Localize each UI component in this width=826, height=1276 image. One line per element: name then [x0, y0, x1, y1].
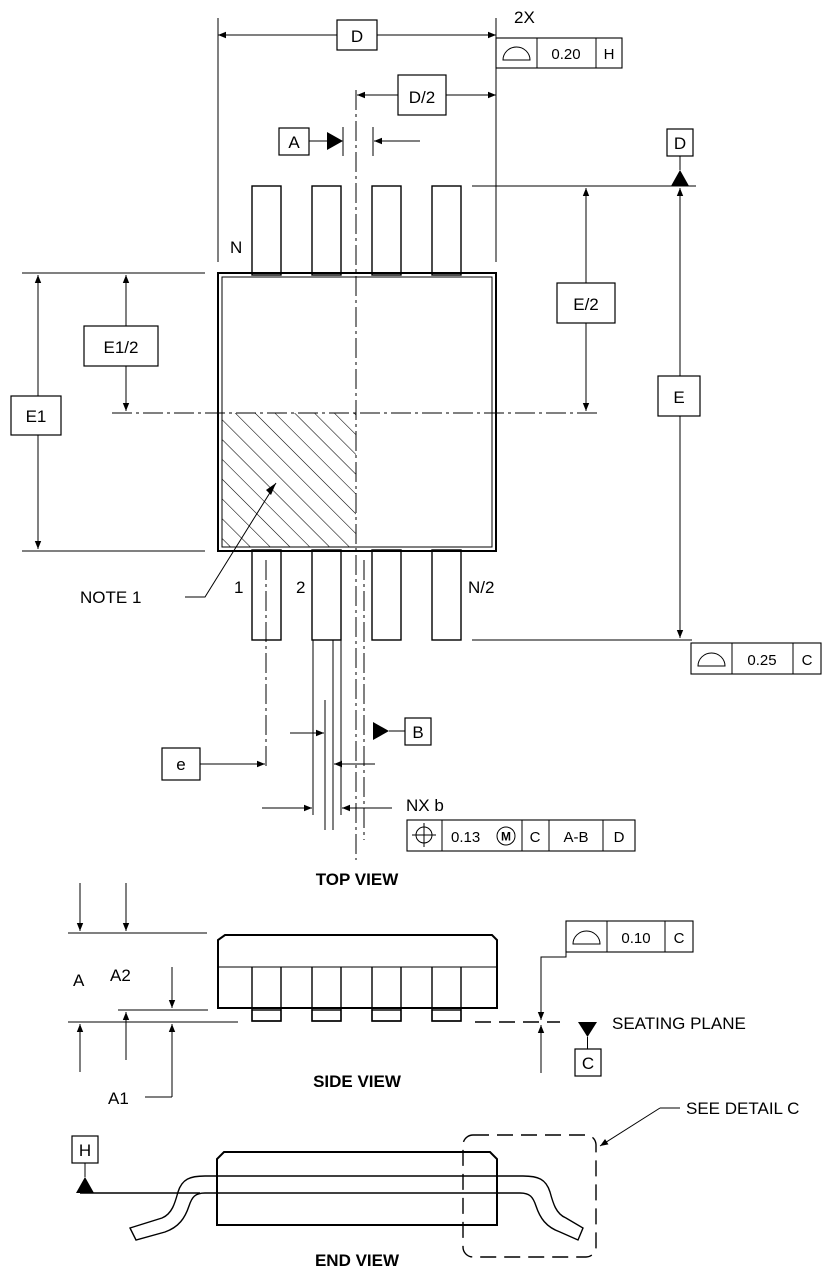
- datum-c: C: [574, 1022, 602, 1077]
- pin-2-label: 2: [296, 578, 305, 597]
- fcf-right-profile: 0.25 C: [690, 642, 822, 675]
- svg-text:A: A: [288, 133, 300, 152]
- svg-text:A-B: A-B: [563, 829, 588, 846]
- dim-a1-label: A1: [108, 1089, 129, 1108]
- dim-e-half-label: E/2: [573, 295, 599, 314]
- profile-surface-icon: [502, 46, 531, 61]
- side-view-title: SIDE VIEW: [313, 1072, 402, 1091]
- pin-n2-label: N/2: [468, 578, 494, 597]
- dim-e1-label: E1: [26, 407, 47, 426]
- seating-plane-label: SEATING PLANE: [612, 1014, 746, 1033]
- pin-n-label: N: [230, 238, 242, 257]
- end-view-title: END VIEW: [315, 1251, 400, 1270]
- svg-text:0.10: 0.10: [621, 930, 650, 947]
- datum-a: A: [278, 127, 420, 156]
- count-2x-label: 2X: [514, 8, 535, 27]
- fcf-top-datum: H: [604, 46, 615, 63]
- end-body: [216, 1151, 498, 1226]
- side-body: [217, 934, 498, 1009]
- dim-a2-label: A2: [110, 966, 131, 985]
- fcf-side-profile: 0.10 C: [565, 920, 694, 953]
- svg-text:0.25: 0.25: [747, 652, 776, 669]
- package-body: [217, 272, 497, 552]
- profile-surface-icon: [697, 652, 726, 667]
- top-view: D D/2 2X 0.20 H A D: [10, 8, 822, 889]
- fcf-top-value: 0.20: [551, 46, 580, 63]
- profile-surface-icon: [572, 930, 601, 945]
- side-view: A A2 A1 C SEATING PLANE 0.10 C SIDE VIEW: [68, 883, 746, 1108]
- top-leads: [251, 185, 462, 276]
- side-leads: [251, 967, 462, 1022]
- note-1-label: NOTE 1: [80, 588, 141, 607]
- svg-text:C: C: [582, 1054, 594, 1073]
- datum-b: B: [373, 717, 432, 746]
- see-detail-label: SEE DETAIL C: [686, 1099, 799, 1118]
- svg-text:D: D: [674, 134, 686, 153]
- dim-e1-half-label: E1/2: [104, 338, 139, 357]
- fcf-top-profile: 0.20 H: [495, 37, 623, 69]
- svg-text:C: C: [802, 652, 813, 669]
- svg-text:M: M: [501, 830, 511, 844]
- datum-d: D: [472, 128, 696, 187]
- detail-c-box: [462, 1134, 597, 1258]
- dim-d-label: D: [351, 27, 363, 46]
- end-view: H SEE DETAIL C END VIEW: [71, 1099, 799, 1270]
- end-lead: [129, 1175, 584, 1241]
- hatched-index-area: [222, 413, 356, 547]
- dim-d-half-label: D/2: [409, 88, 435, 107]
- svg-text:D: D: [614, 829, 625, 846]
- svg-text:0.13: 0.13: [451, 829, 480, 846]
- nx-b-label: NX b: [406, 796, 444, 815]
- position-icon: [412, 823, 436, 847]
- svg-text:H: H: [79, 1141, 91, 1160]
- datum-triangle-icon: [327, 132, 343, 150]
- pin-1-label: 1: [234, 578, 243, 597]
- dim-e-label: E: [673, 388, 684, 407]
- fcf-position: 0.13 M C A-B D: [406, 819, 636, 852]
- datum-h: H: [71, 1135, 99, 1193]
- dim-e-pitch-label: e: [176, 755, 185, 774]
- top-view-title: TOP VIEW: [316, 870, 399, 889]
- dim-a-label: A: [73, 971, 85, 990]
- svg-text:B: B: [412, 723, 423, 742]
- svg-text:C: C: [530, 829, 541, 846]
- svg-text:C: C: [674, 930, 685, 947]
